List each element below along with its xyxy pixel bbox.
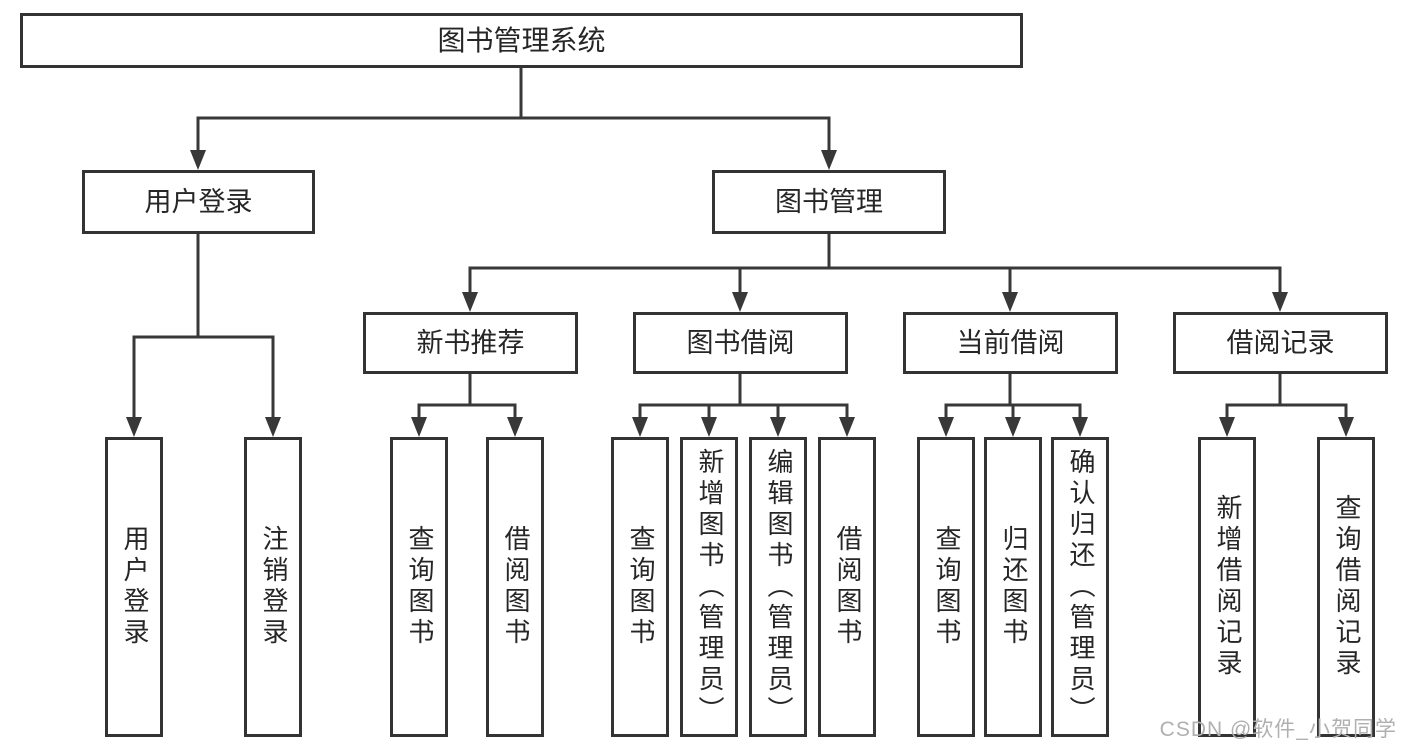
node-query-book-recommend: 查询图书 [390,437,448,737]
node-book-management: 图书管理 [712,170,946,234]
node-user-login-leaf: 用户登录 [105,437,163,737]
node-label: 查询图书 [625,525,656,649]
node-label: 新书推荐 [416,327,525,358]
node-label: 查询图书 [404,525,435,649]
node-label: 用户登录 [144,186,253,217]
node-label: 编辑图书（管理员） [763,447,794,727]
node-current-borrow: 当前借阅 [903,312,1118,374]
node-label: 图书管理 [775,186,883,217]
node-label: 归还图书 [998,525,1029,649]
node-label: 查询图书 [931,525,962,649]
node-add-borrow-record: 新增借阅记录 [1198,437,1256,737]
node-label: 当前借阅 [956,327,1065,358]
node-label: 借阅图书 [832,525,863,649]
node-label: 确认归还（管理员） [1065,447,1096,727]
node-label: 图书管理系统 [437,24,606,56]
node-label: 注销登录 [258,525,289,649]
node-add-book-admin: 新增图书（管理员） [680,437,738,737]
node-label: 图书借阅 [686,327,795,358]
node-logout: 注销登录 [244,437,302,737]
node-label: 新增图书（管理员） [694,447,725,727]
node-query-book-borrow: 查询图书 [611,437,669,737]
node-label: 借阅记录 [1226,327,1335,358]
node-label: 查询借阅记录 [1331,494,1362,680]
node-label: 用户登录 [119,525,150,649]
node-borrow-book-leaf: 借阅图书 [818,437,876,737]
node-book-borrow: 图书借阅 [633,312,848,374]
node-edit-book-admin: 编辑图书（管理员） [749,437,807,737]
node-label: 新增借阅记录 [1212,494,1243,680]
node-query-book-current: 查询图书 [917,437,975,737]
node-user-login: 用户登录 [82,170,315,234]
node-return-book: 归还图书 [984,437,1042,737]
node-query-borrow-record: 查询借阅记录 [1317,437,1375,737]
node-label: 借阅图书 [500,525,531,649]
node-borrow-book-recommend: 借阅图书 [486,437,544,737]
node-borrow-records: 借阅记录 [1173,312,1388,374]
node-new-book-recommend: 新书推荐 [363,312,578,374]
node-library-management-system: 图书管理系统 [20,13,1023,68]
node-confirm-return-admin: 确认归还（管理员） [1051,437,1109,737]
